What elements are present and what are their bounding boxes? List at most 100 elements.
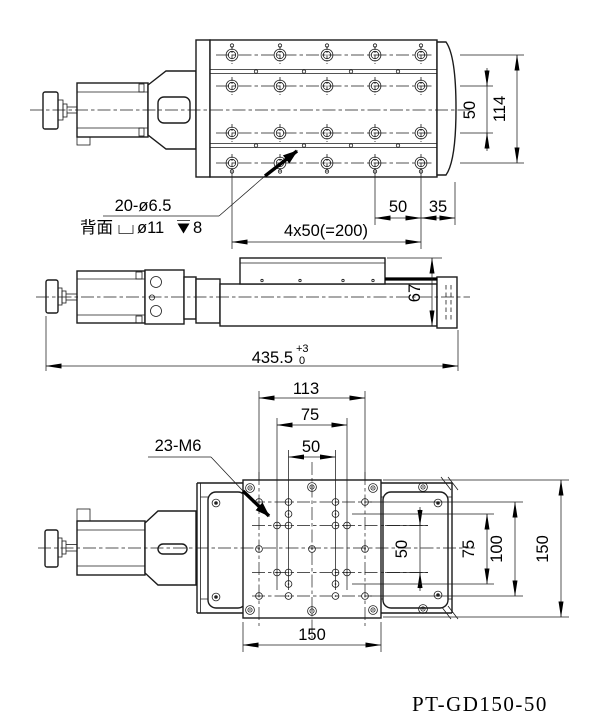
- pin-dot: [301, 143, 307, 148]
- dim-h50-label: 50: [393, 540, 411, 558]
- pin-dot: [229, 43, 235, 48]
- dim-cols-label: 4x50(=200): [284, 222, 368, 240]
- screw-hole-inner: [416, 50, 426, 60]
- m6-hole: [284, 580, 293, 588]
- left-bearing-plate: [207, 491, 247, 609]
- m6-hole: [284, 568, 293, 577]
- dim-length-label: 435.5: [252, 349, 293, 367]
- leader-arrow-bottom: [241, 489, 271, 518]
- plate-dot: [371, 278, 375, 283]
- screw-hole-inner: [227, 128, 237, 138]
- m6-hole-center: [334, 595, 337, 597]
- pin-dot: [395, 69, 401, 74]
- stage-table-top: [209, 39, 438, 178]
- m6-hole: [331, 592, 340, 600]
- right-bearing-plate: [382, 491, 449, 609]
- plate-dots: [260, 278, 375, 283]
- pin-dot: [324, 169, 330, 174]
- m6-hole: [284, 498, 293, 506]
- stage-right-end: [436, 41, 457, 176]
- m6-hole: [331, 498, 340, 506]
- table-corner-screws: [245, 482, 428, 616]
- m6-hole: [343, 568, 351, 577]
- edge-screw: [418, 604, 428, 614]
- m6-hole: [331, 521, 340, 530]
- leader-line-bottom: [210, 456, 244, 492]
- top-view: 50 114 50 35 4x50(=200) 20-ø6.5 背面 ø11 8: [30, 39, 524, 249]
- screw-hole-inner: [227, 158, 237, 168]
- edge-screw: [368, 605, 378, 615]
- m6-hole: [255, 592, 263, 600]
- m6-hole-center: [334, 583, 337, 585]
- stage-base-side: [219, 283, 438, 327]
- side-view: 67 435.5 +3 0: [36, 257, 470, 371]
- handwheel-top: [42, 91, 59, 130]
- m6-hole-center: [364, 548, 366, 550]
- m6-hole-center: [346, 571, 348, 574]
- small-pin-holes: [229, 43, 424, 174]
- edge-screw: [245, 605, 255, 615]
- handwheel-hub2: [62, 103, 68, 118]
- flange-slot: [157, 543, 188, 555]
- screw-hole-inner: [227, 81, 237, 91]
- screw-hole-inner: [322, 81, 332, 91]
- back-note-dia: ø11: [137, 219, 164, 237]
- dim-h150-label: 150: [534, 535, 552, 563]
- stage-left-cap: [195, 39, 211, 178]
- pin-dot: [277, 43, 283, 48]
- screw-hole-inner: [322, 158, 332, 168]
- bottom-view: 113 75 50 50 75 100 150 150 23-M6: [38, 380, 569, 652]
- screw-hole-inner: [275, 50, 285, 60]
- screw-hole-inner: [416, 128, 426, 138]
- m6-hole-center: [287, 513, 290, 515]
- plate-screw: [433, 498, 443, 508]
- table-screw-holes: [225, 46, 428, 172]
- m6-hole: [361, 592, 369, 600]
- dim-75-top-label: 75: [301, 406, 319, 424]
- pin-dot: [277, 169, 283, 174]
- pin-dot: [253, 143, 259, 148]
- m6-hole-center: [287, 583, 290, 585]
- m6-hole-center: [258, 501, 260, 503]
- plate-dot: [341, 278, 345, 283]
- dim-col-pitch-label: 50: [389, 198, 407, 216]
- m6-hole-center: [364, 501, 366, 503]
- dim-length-tol-lower: 0: [299, 355, 305, 367]
- m6-hole: [343, 521, 351, 530]
- motor-tab-bottom: [76, 508, 91, 522]
- m6-hole: [284, 592, 293, 600]
- dim-edge-label: 35: [429, 198, 447, 216]
- carriage-plate-side: [239, 257, 386, 285]
- pin-dot: [348, 69, 354, 74]
- pin-dot: [418, 43, 424, 48]
- screw-hole-inner: [322, 128, 332, 138]
- m6-hole-center: [334, 524, 337, 527]
- top-holes-label: 20-ø6.5: [115, 197, 172, 215]
- m6-hole-center: [364, 595, 366, 597]
- m6-hole: [273, 521, 281, 530]
- leader-arrow-top: [263, 149, 299, 178]
- m6-hole-center: [287, 501, 290, 503]
- screw-hole-inner: [416, 81, 426, 91]
- motor-tab: [76, 136, 91, 146]
- counterbore-icon: [118, 225, 134, 234]
- edge-screw: [307, 606, 317, 616]
- pin-dot: [395, 143, 401, 148]
- plate-dot: [298, 278, 302, 283]
- handwheel-side: [45, 279, 59, 314]
- plate-screw: [211, 592, 221, 602]
- motor-flange-bottom: [144, 510, 197, 586]
- screw-hole-inner: [370, 50, 380, 60]
- depth-icon: [177, 223, 190, 234]
- pin-dot: [253, 69, 259, 74]
- pin-dot: [324, 43, 330, 48]
- edge-screw: [368, 483, 378, 493]
- m6-hole: [273, 568, 281, 577]
- m6-hole-center: [334, 571, 337, 574]
- screw-hole-inner: [275, 128, 285, 138]
- screw-hole-inner: [370, 158, 380, 168]
- pin-dot: [301, 69, 307, 74]
- m6-hole: [284, 521, 293, 530]
- m6-hole-center: [276, 524, 278, 527]
